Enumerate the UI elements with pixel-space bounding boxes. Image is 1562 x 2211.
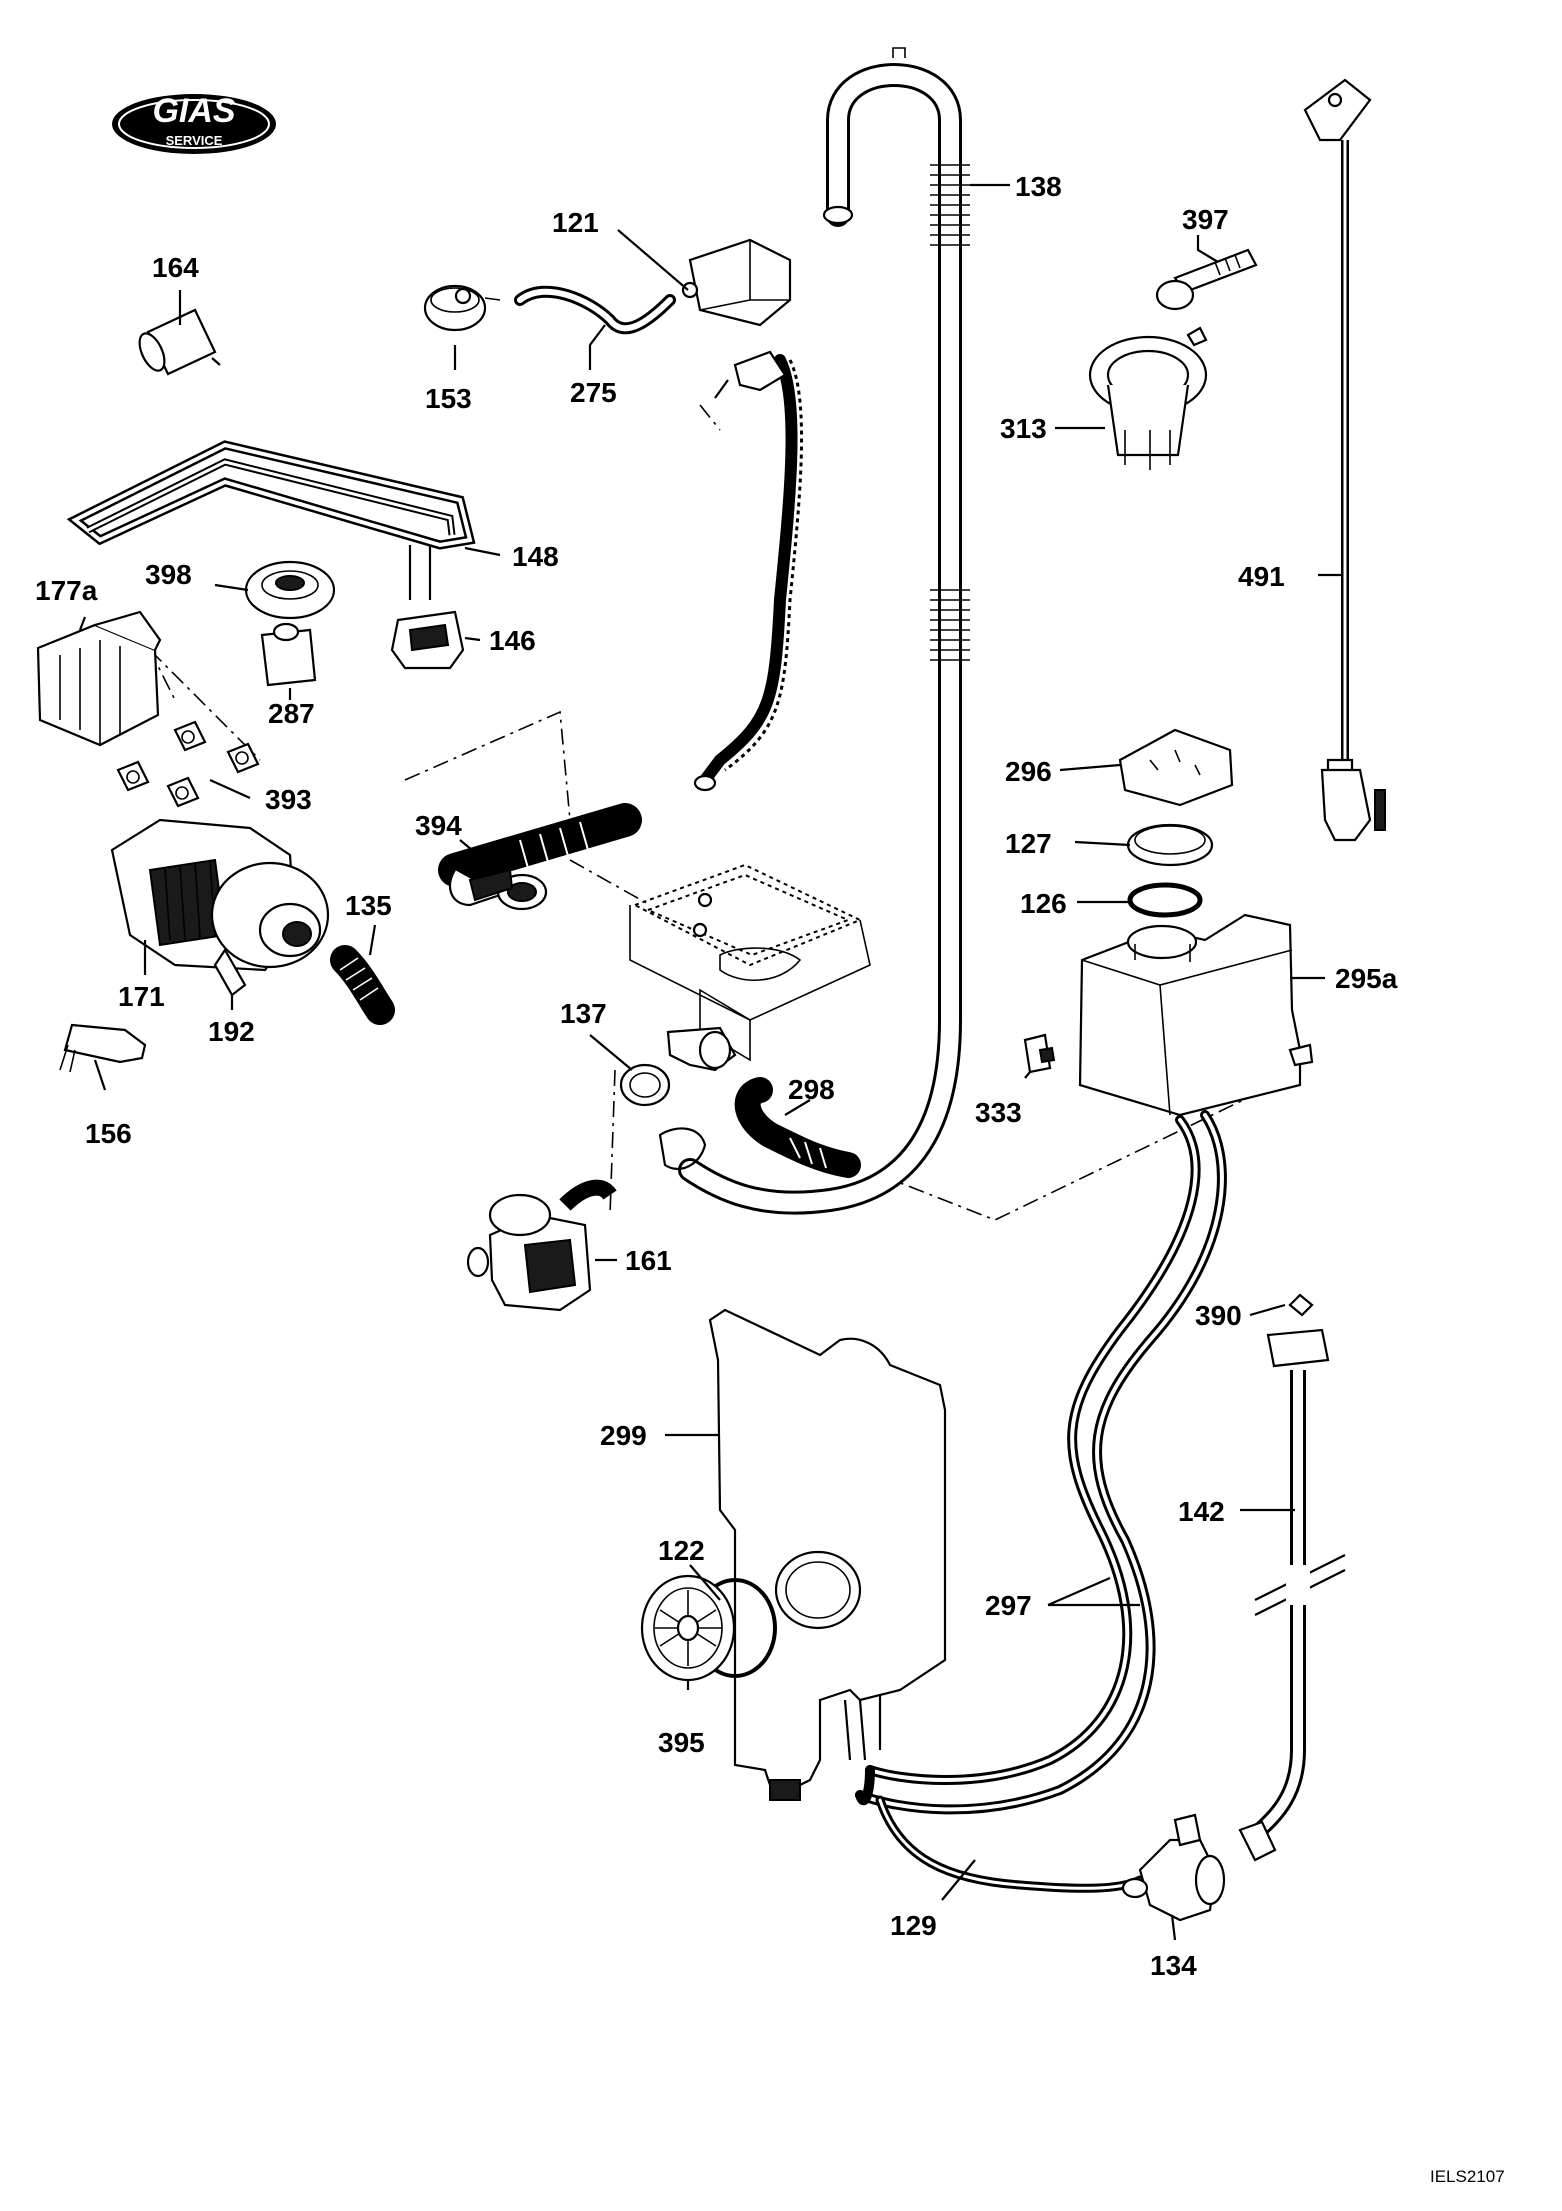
- part-156: [59, 1023, 147, 1073]
- hose-135: [330, 945, 395, 1025]
- pressure-hose: [693, 350, 804, 792]
- hoses-297-129: [855, 1110, 1227, 1893]
- label-398: 398: [145, 559, 192, 590]
- label-134: 134: [1150, 1950, 1197, 1981]
- label-161: 161: [625, 1245, 672, 1276]
- label-296: 296: [1005, 756, 1052, 787]
- label-156: 156: [85, 1118, 132, 1149]
- label-333: 333: [975, 1097, 1022, 1128]
- drain-pump-161: [466, 1179, 617, 1312]
- sump-base: [629, 863, 871, 1062]
- logo-brand: GIAS: [152, 92, 235, 130]
- label-121: 121: [552, 207, 599, 238]
- label-148: 148: [512, 541, 559, 572]
- panel-299: [708, 1308, 947, 1801]
- capacitor-164: [138, 308, 221, 376]
- label-491: 491: [1238, 561, 1285, 592]
- label-393: 393: [265, 784, 312, 815]
- label-395: 395: [658, 1727, 705, 1758]
- label-127: 127: [1005, 828, 1052, 859]
- label-297: 297: [985, 1590, 1032, 1621]
- circulation-pump: [110, 818, 330, 997]
- leader-lines: [78, 183, 1342, 1941]
- label-135: 135: [345, 890, 392, 921]
- power-cord-491: [1303, 78, 1386, 842]
- label-275: 275: [570, 377, 617, 408]
- label-137: 137: [560, 998, 607, 1029]
- part-labels: 121 138 397 164 153 275 313 148 398 491 …: [35, 171, 1398, 1981]
- label-126: 126: [1020, 888, 1067, 919]
- drain-hose-138: [658, 47, 970, 1215]
- label-397: 397: [1182, 204, 1229, 235]
- label-142: 142: [1178, 1496, 1225, 1527]
- label-129: 129: [890, 1910, 937, 1941]
- label-295a: 295a: [1335, 963, 1398, 994]
- filter-395: [640, 1574, 777, 1682]
- drawing-code: IELS2107: [1430, 2167, 1505, 2186]
- label-138: 138: [1015, 171, 1062, 202]
- label-287: 287: [268, 698, 315, 729]
- seal-137: [619, 1026, 737, 1107]
- connector-block-177a: [36, 610, 162, 747]
- label-171: 171: [118, 981, 165, 1012]
- logo-sub: SERVICE: [166, 133, 223, 148]
- label-146: 146: [489, 625, 536, 656]
- label-192: 192: [208, 1016, 255, 1047]
- hose-394: [438, 803, 642, 911]
- pressure-switch-group: [423, 238, 792, 335]
- label-390: 390: [1195, 1300, 1242, 1331]
- label-313: 313: [1000, 413, 1047, 444]
- valve-134: [1121, 1813, 1226, 1922]
- label-394: 394: [415, 810, 462, 841]
- heating-element-148: [66, 440, 476, 600]
- detergent-funnel-group: [1088, 248, 1258, 470]
- label-177a: 177a: [35, 575, 98, 606]
- label-298: 298: [788, 1074, 835, 1105]
- salt-container-group: [1078, 728, 1314, 1117]
- label-164: 164: [152, 252, 199, 283]
- inlet-hose-142: [1238, 1293, 1346, 1862]
- label-122: 122: [658, 1535, 705, 1566]
- clips-393: [116, 720, 260, 808]
- gias-service-logo: GIAS SERVICE: [112, 92, 276, 154]
- label-153: 153: [425, 383, 472, 414]
- label-299: 299: [600, 1420, 647, 1451]
- hose-298: [734, 1077, 861, 1178]
- clip-333: [1023, 1033, 1056, 1074]
